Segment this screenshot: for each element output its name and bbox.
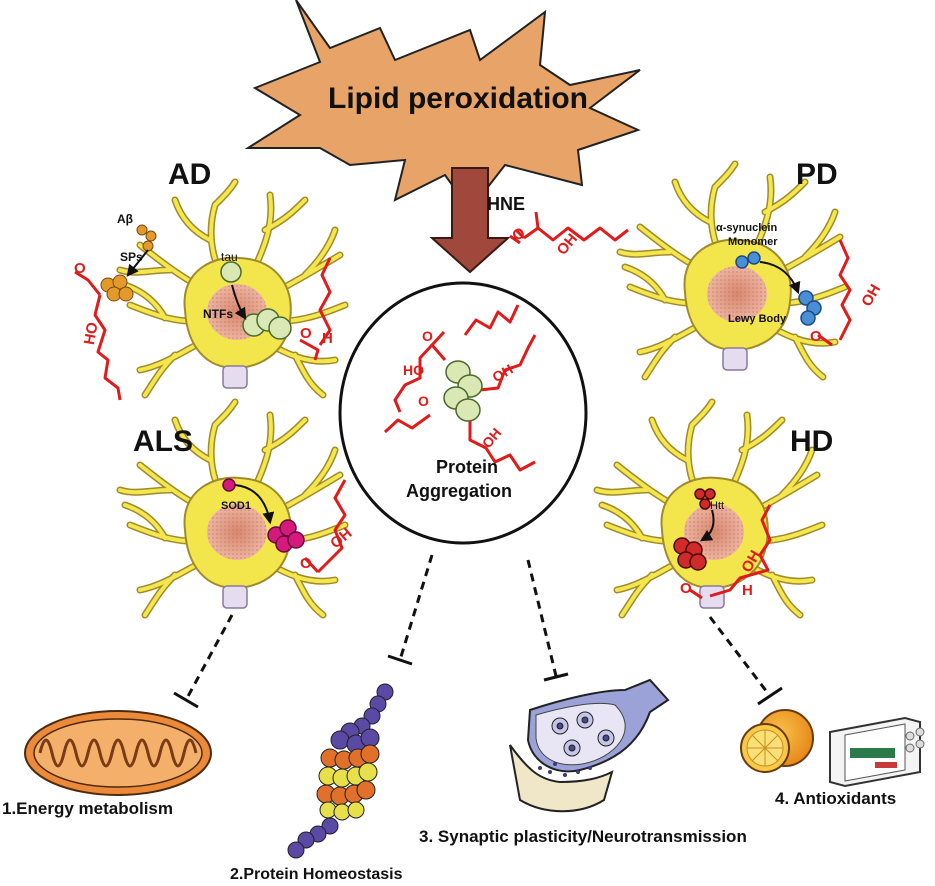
hne-label: HNE	[487, 194, 526, 214]
pill-box-icon	[829, 716, 925, 788]
hne-molecule	[509, 211, 629, 245]
protein-chain-icon	[287, 683, 394, 859]
hd-hne-chain	[689, 504, 772, 600]
pd-neuron	[620, 164, 845, 377]
hd-title: HD	[790, 425, 834, 458]
aggregation-line2: Aggregation	[406, 481, 512, 501]
mitochondrion-icon	[24, 710, 212, 796]
pd-synuclein	[735, 251, 822, 326]
center-o-label-1: O	[422, 328, 433, 344]
synapse-icon	[509, 678, 670, 813]
center-ho-label: HO	[403, 362, 424, 378]
aggregation-line1: Protein	[436, 457, 499, 477]
down-arrow	[429, 167, 511, 274]
outcome-synaptic-label: 3. Synaptic plasticity/Neurotransmission	[419, 827, 747, 846]
burst-label: Lipid peroxidation	[328, 82, 588, 115]
als-sod1-label: SOD1	[221, 500, 251, 512]
ad-ntfs-label: NTFs	[203, 307, 233, 321]
als-o-label: O	[300, 555, 312, 572]
pd-lewy-label: Lewy Body	[728, 313, 787, 325]
center-aggregate	[443, 360, 483, 422]
pd-monomer-line2: Monomer	[728, 236, 778, 248]
ad-title: AD	[168, 158, 212, 191]
ad-abeta-label: Aβ	[117, 212, 133, 226]
ad-hne-chain	[74, 257, 332, 401]
ad-abeta-particles	[100, 224, 157, 302]
outcome-antioxidants-label: 4. Antioxidants	[775, 789, 897, 808]
hd-o-label: O	[680, 580, 692, 597]
hd-h-label: H	[742, 582, 753, 599]
hd-htt-label: Htt	[710, 500, 725, 512]
outcome-energy-label: 1.Energy metabolism	[2, 799, 174, 818]
als-title: ALS	[133, 425, 193, 458]
inhibition-lines	[173, 554, 783, 709]
ad-tau-label: tau	[221, 250, 238, 264]
ad-sps-label: SPs	[120, 250, 143, 264]
ad-o-label-2: O	[300, 325, 312, 342]
pd-hne-chain	[817, 239, 852, 347]
orange-fruit-icon	[740, 709, 814, 773]
pd-title: PD	[796, 158, 838, 191]
ad-o-label: O	[74, 260, 86, 277]
lipid-peroxidation-burst	[244, 0, 641, 212]
hd-htt	[673, 488, 716, 571]
outcome-protein-label: 2.Protein Homeostasis	[230, 866, 403, 883]
center-o-label-2: O	[418, 393, 429, 409]
ad-h-label: H	[322, 330, 333, 347]
ad-tau	[220, 261, 292, 340]
pd-o-label: O	[810, 328, 822, 345]
pd-monomer-line1: α-synuclein	[716, 222, 778, 234]
als-hne-chain	[303, 479, 347, 574]
center-hne-adducts	[383, 304, 537, 472]
